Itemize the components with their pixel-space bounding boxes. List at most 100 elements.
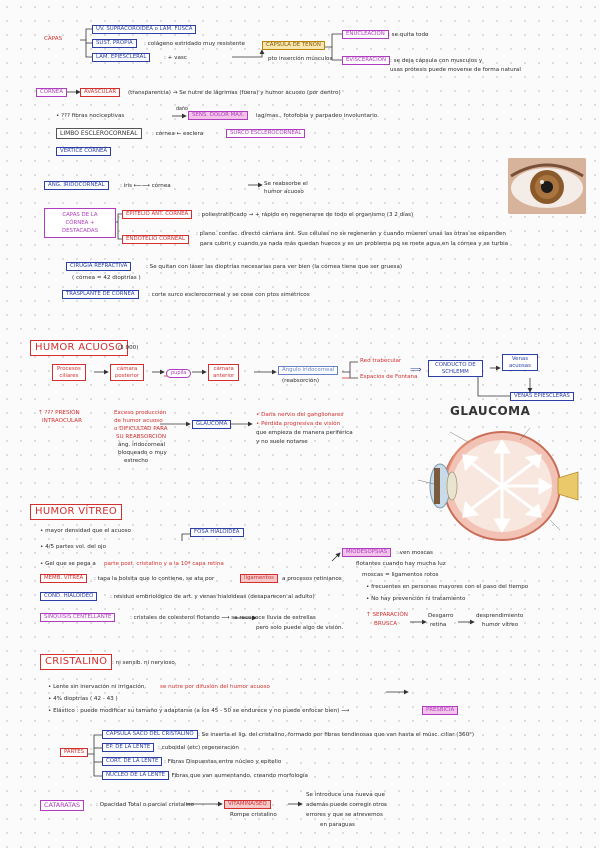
capas-cornea-box: CAPAS DE LA CÓRNEA + DESTACADAS bbox=[44, 208, 116, 238]
parte-nucleo-desc: : Fibras que van aumentando, creando mor… bbox=[168, 773, 308, 779]
pupila: pupila bbox=[166, 369, 192, 378]
capa-supracoroidea: ÚV. SUPRACOROIDEA o LÁM. FUSCA bbox=[92, 25, 197, 34]
cristalino-note: : ni sensib. ni nervioso. bbox=[112, 660, 177, 666]
capas-cornea-l2: CÓRNEA + bbox=[65, 220, 95, 226]
vitreo-b3a: • Gel que se pega a bbox=[40, 561, 96, 567]
presion-label-2: INTRAOCULAR bbox=[42, 418, 82, 424]
cristalino-title: CRISTALINO bbox=[40, 654, 113, 670]
humor-acuoso-note: (3 000) bbox=[118, 345, 139, 351]
reabsorbe-1: Se reabsorbe el bbox=[264, 181, 308, 187]
cataratas-desc: : Opacidad Total o parcial cristalino bbox=[96, 802, 195, 808]
mio-l1: flotantes cuando hay mucha luz bbox=[356, 561, 446, 567]
endotelio-corneal: ENDOTELIO CORNEAL bbox=[122, 235, 189, 244]
avascular-desc: (transparencia) → Se nutre de lágrimas (… bbox=[128, 90, 341, 96]
causa-7: estrecho bbox=[124, 458, 149, 464]
capas-cornea-l3: DESTACADAS bbox=[61, 228, 99, 234]
schlemm-l1: CONDUCTO DE bbox=[435, 362, 476, 368]
enucleacion: ENUCLEACIÓN bbox=[342, 30, 389, 39]
evisc-desc-2: usas prótesis puede moverse de forma nat… bbox=[390, 67, 521, 73]
camara-post-l2: posterior bbox=[115, 372, 140, 379]
parte-capsula: CÁPSULA SACO DEL CRISTALINO bbox=[102, 730, 198, 739]
epitelio-ant-cornea: EPITELIO ANT. CÓRNEA bbox=[122, 210, 193, 219]
efecto-3: que empieza de manera periférica bbox=[256, 430, 353, 436]
cataratas-n3: errores y que se atrevemos bbox=[306, 812, 383, 818]
angulo-desc: : iris ⟵⟶ córnea bbox=[120, 183, 171, 189]
venas-acuosas: Venas acuosas bbox=[502, 354, 538, 371]
capas-cornea-l1: CAPAS DE LA bbox=[62, 212, 98, 218]
parte-capsula-desc: : Se inserta el lig. del cristalino, for… bbox=[198, 732, 475, 738]
memb-vitrea: MEMB. VÍTREA bbox=[40, 574, 88, 583]
capsula-tenon: CÁPSULA DE TENON bbox=[262, 41, 325, 50]
memb-desc: : tapa la bolsita que lo contiene, se at… bbox=[94, 576, 215, 582]
sinquisis-desc: : cristales de colesterol flotando ⟶ se … bbox=[130, 615, 316, 621]
mio-desc: : ven moscas bbox=[396, 550, 433, 556]
causa-6: bloqueado o muy bbox=[118, 450, 167, 456]
parte-nucleo: NÚCLEO DE LA LENTE bbox=[102, 771, 170, 780]
dano: daño bbox=[176, 107, 188, 112]
cornea-label: CÓRNEA bbox=[36, 88, 67, 97]
cristalino-b1: • Lente sin inervación ni irrigación, bbox=[48, 684, 147, 690]
sens-dolor-max: SENS. DOLOR MAX. bbox=[188, 111, 249, 120]
evisc-desc-1: : se deja cápsula con musculos y bbox=[390, 58, 483, 64]
parte-corteza-desc: : Fibras Dispuestas entre núcleo y epite… bbox=[164, 759, 282, 765]
sinquisis-desc-2: pero solo puede algo de visión. bbox=[256, 625, 344, 631]
causa-3: o DIFICULTAD PARA bbox=[114, 426, 168, 432]
procesos-l2: ciliares bbox=[59, 372, 79, 379]
trasplante-cornea: TRASPLANTE DE CÓRNEA bbox=[62, 290, 139, 299]
espacios-fontana: Espacios de Fontana bbox=[360, 374, 418, 380]
camara-post-l1: cámara bbox=[116, 366, 138, 372]
cirugia-refractiva: CIRUGÍA REFRACTIVA bbox=[66, 262, 132, 271]
mio-l3: • frecuentes en personas mayores con el … bbox=[366, 584, 529, 590]
avascular: AVASCULAR bbox=[80, 88, 121, 97]
ligamentos: ligamentos bbox=[240, 574, 278, 583]
trasplante-desc: : corte surco esclerocorneal y se cose c… bbox=[148, 292, 310, 298]
sust-desc: : colágeno estridado muy resistente bbox=[144, 41, 245, 47]
venas-epiescleras: VENAS EPIESCLERAS bbox=[510, 392, 574, 401]
cristalino-b3: • Elástico : puede modificar su tamaño y… bbox=[48, 708, 350, 714]
vitamina-seq: VITAMINA/SEQ bbox=[224, 800, 271, 809]
schlemm-arrow: ⟹ bbox=[410, 365, 422, 374]
evisceracion: EVISCERACIÓN bbox=[342, 56, 391, 65]
surco-esclerocorneal: SURCO ESCLEROCORNEAL bbox=[226, 129, 306, 138]
eye-photo bbox=[508, 158, 586, 214]
venas-acuosas-l2: acuosas bbox=[509, 362, 531, 369]
cataratas-n4: en paraguas bbox=[320, 822, 355, 828]
camara-ant-l1: cámara bbox=[213, 366, 234, 372]
parte-epitelio-desc: : cuboidal (etc) regeneración bbox=[158, 745, 239, 751]
limbo-esclerocorneal: LIMBO ESCLEROCORNEAL bbox=[56, 128, 142, 139]
desprend-1: desprendimiento bbox=[476, 613, 524, 619]
causa-2: de humor acuoso bbox=[114, 418, 163, 424]
fosa-hialoidea: FOSA HIALOIDEA bbox=[190, 528, 244, 537]
humor-vitreo-title: HUMOR VÍTREO bbox=[30, 504, 123, 520]
procesos-ciliares: Procesos ciliares bbox=[52, 364, 86, 381]
glaucoma-eye-illustration bbox=[410, 420, 580, 552]
desgarro-1: Desgarro bbox=[428, 613, 454, 619]
camara-ant-l2: anterior bbox=[213, 372, 235, 379]
desgarro-2: retina bbox=[430, 622, 447, 628]
conducto-schlemm: CONDUCTO DE SCHLEMM bbox=[428, 360, 483, 377]
separacion-2: BRUSCA bbox=[374, 621, 398, 627]
efecto-2: • Pérdida progresiva de visión bbox=[256, 421, 341, 427]
partes-label: PARTES bbox=[60, 748, 89, 757]
cirugia-desc: : Se quitan con láser las dioptrías nece… bbox=[146, 264, 403, 270]
capas-label: CAPAS bbox=[44, 36, 63, 42]
red-trabecular: Red trabecular bbox=[360, 358, 402, 364]
schlemm-l2: SCHLEMM bbox=[441, 368, 469, 375]
presion-label-1: ↑ ??? PRESIÓN bbox=[38, 410, 80, 416]
memb-desc-2: a procesos retinianos bbox=[282, 576, 342, 582]
vitreo-b3b: parte post. cristalino y a la 10ª capa r… bbox=[104, 561, 224, 567]
cristalino-b2: • 4% dioptrías ( 42 - 43 ) bbox=[48, 696, 118, 702]
endotelio-desc-1: : plano. contac. directo cámara ant. Sus… bbox=[196, 231, 506, 237]
capa-sustancia-propia: SUST. PROPIA bbox=[92, 39, 137, 48]
enucl-desc: : se quita todo bbox=[388, 32, 429, 38]
efecto-4: y no suele notarse bbox=[256, 439, 308, 445]
parte-corteza: CORT. DE LA LENTE bbox=[102, 757, 163, 766]
glaucoma-node: GLAUCOMA bbox=[192, 420, 232, 429]
tenon-desc: pto inserción músculos bbox=[268, 56, 333, 62]
parte-epitelio: EP. DE LA LENTE bbox=[102, 743, 155, 752]
angulo-reabsorcion: (reabsorción) bbox=[282, 378, 320, 384]
cirugia-note: ( córnea = 42 dioptrías ) bbox=[72, 275, 141, 281]
fibras-nociceptivas: • ??? fibras nociceptivas bbox=[56, 113, 125, 119]
vitreo-b1: • mayor densidad que el acuoso bbox=[40, 528, 131, 534]
